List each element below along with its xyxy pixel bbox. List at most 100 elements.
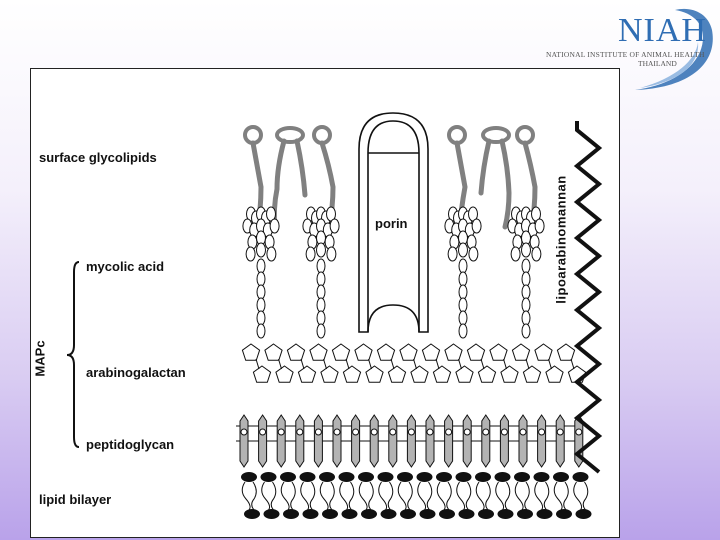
sugar-unit bbox=[331, 343, 351, 361]
peptide-node bbox=[426, 428, 434, 436]
mycolic-bead bbox=[510, 246, 521, 262]
logo-wordmark: NIAH bbox=[618, 12, 707, 49]
glycolipid-head bbox=[481, 126, 511, 144]
mycolic-bead bbox=[521, 323, 531, 339]
lipid-head bbox=[416, 472, 433, 482]
glycolipid-tail bbox=[294, 138, 308, 198]
sugar-unit bbox=[444, 343, 463, 361]
lipid-head bbox=[283, 509, 299, 519]
lipid-tail bbox=[495, 481, 505, 512]
peptide-node bbox=[407, 428, 415, 436]
lipid-tail bbox=[534, 481, 544, 512]
mycolic-bead bbox=[521, 310, 531, 326]
peptide-node bbox=[482, 428, 490, 436]
lipid-head bbox=[280, 472, 296, 482]
lipid-tail bbox=[329, 481, 335, 512]
lipid-head bbox=[439, 509, 455, 519]
sugar-unit bbox=[522, 365, 542, 383]
glycan-strand bbox=[295, 414, 305, 468]
mycolic-bead bbox=[316, 297, 326, 313]
lipid-tail bbox=[290, 481, 296, 512]
peptide-node bbox=[296, 428, 304, 436]
mycolic-bead bbox=[458, 284, 468, 300]
mycolic-bead bbox=[256, 323, 266, 339]
glycolipid-tail bbox=[499, 138, 512, 230]
mycolic-bead bbox=[521, 297, 531, 313]
mycolic-acid-layer bbox=[242, 206, 545, 339]
lipid-tail bbox=[280, 481, 290, 512]
sugar-link bbox=[435, 358, 440, 370]
sugar-unit bbox=[376, 343, 396, 361]
mycolic-bead bbox=[245, 246, 256, 262]
peptide-node bbox=[352, 428, 360, 436]
sugar-link bbox=[525, 358, 530, 370]
mycolic-bead bbox=[458, 297, 468, 313]
mycolic-bead bbox=[521, 242, 531, 258]
lipid-head bbox=[241, 472, 257, 482]
peptide-node bbox=[333, 428, 341, 436]
sugar-link bbox=[255, 358, 260, 370]
sugar-unit bbox=[387, 365, 407, 383]
lipid-head bbox=[517, 509, 533, 519]
glycan-strand bbox=[537, 414, 547, 468]
porin-label: porin bbox=[374, 216, 409, 231]
sugar-link bbox=[390, 358, 395, 370]
peptide-node bbox=[259, 428, 267, 436]
lipid-tail bbox=[319, 481, 329, 512]
sugar-link bbox=[458, 358, 462, 370]
mycolic-bead bbox=[447, 246, 458, 262]
mycolic-bead bbox=[468, 246, 479, 262]
lipid-head bbox=[319, 472, 335, 482]
mycolic-bead bbox=[521, 258, 531, 274]
mycolic-bead bbox=[458, 258, 468, 274]
sugar-unit bbox=[286, 343, 306, 361]
sugar-unit bbox=[342, 365, 362, 383]
sugar-unit bbox=[489, 343, 508, 361]
lipid-tail bbox=[524, 481, 530, 512]
sugar-unit bbox=[410, 365, 429, 383]
glycan-strand bbox=[332, 414, 342, 468]
mycolic-bead bbox=[471, 218, 482, 234]
lipid-tail bbox=[251, 481, 257, 512]
lipid-head bbox=[514, 472, 530, 482]
sugar-unit bbox=[421, 343, 441, 361]
lipoarabinomannan-chain bbox=[573, 121, 603, 474]
lipid-tail bbox=[261, 481, 271, 512]
lipid-head bbox=[536, 509, 553, 519]
mycolic-bead bbox=[521, 271, 531, 287]
mycolic-bead bbox=[256, 258, 266, 274]
glycan-strand bbox=[444, 414, 454, 468]
lipid-head bbox=[494, 472, 511, 482]
mycolic-bead bbox=[534, 218, 545, 234]
glycan-strand bbox=[555, 414, 565, 468]
glycan-strand bbox=[351, 414, 361, 468]
lipid-tail bbox=[553, 481, 563, 512]
lipid-tail bbox=[241, 481, 251, 512]
sugar-link bbox=[278, 358, 282, 370]
lipid-head bbox=[397, 472, 413, 482]
peptide-node bbox=[556, 428, 564, 436]
sugar-link bbox=[323, 358, 327, 370]
glycan-strand bbox=[388, 414, 398, 468]
mycolic-bead bbox=[256, 284, 266, 300]
lipid-tail bbox=[436, 481, 446, 512]
glycolipid-tail bbox=[478, 138, 492, 196]
lipid-tail bbox=[514, 481, 524, 512]
lipid-tail bbox=[417, 481, 427, 512]
lipid-head bbox=[260, 472, 277, 482]
lipid-head bbox=[263, 509, 280, 519]
sugar-unit bbox=[500, 365, 519, 383]
mycolic-bead bbox=[458, 242, 468, 258]
glycan-strand bbox=[258, 414, 268, 468]
peptide-node bbox=[370, 428, 378, 436]
lipid-head bbox=[244, 509, 260, 519]
sugar-link bbox=[480, 358, 485, 370]
lipid-tail bbox=[387, 481, 394, 512]
lipid-tail bbox=[270, 481, 277, 512]
mapc-brace bbox=[66, 261, 80, 448]
lipid-tail bbox=[485, 481, 491, 512]
peptide-node bbox=[538, 428, 546, 436]
lipid-tail bbox=[475, 481, 485, 512]
peptide-node bbox=[277, 428, 285, 436]
mycolic-bead bbox=[329, 218, 340, 234]
